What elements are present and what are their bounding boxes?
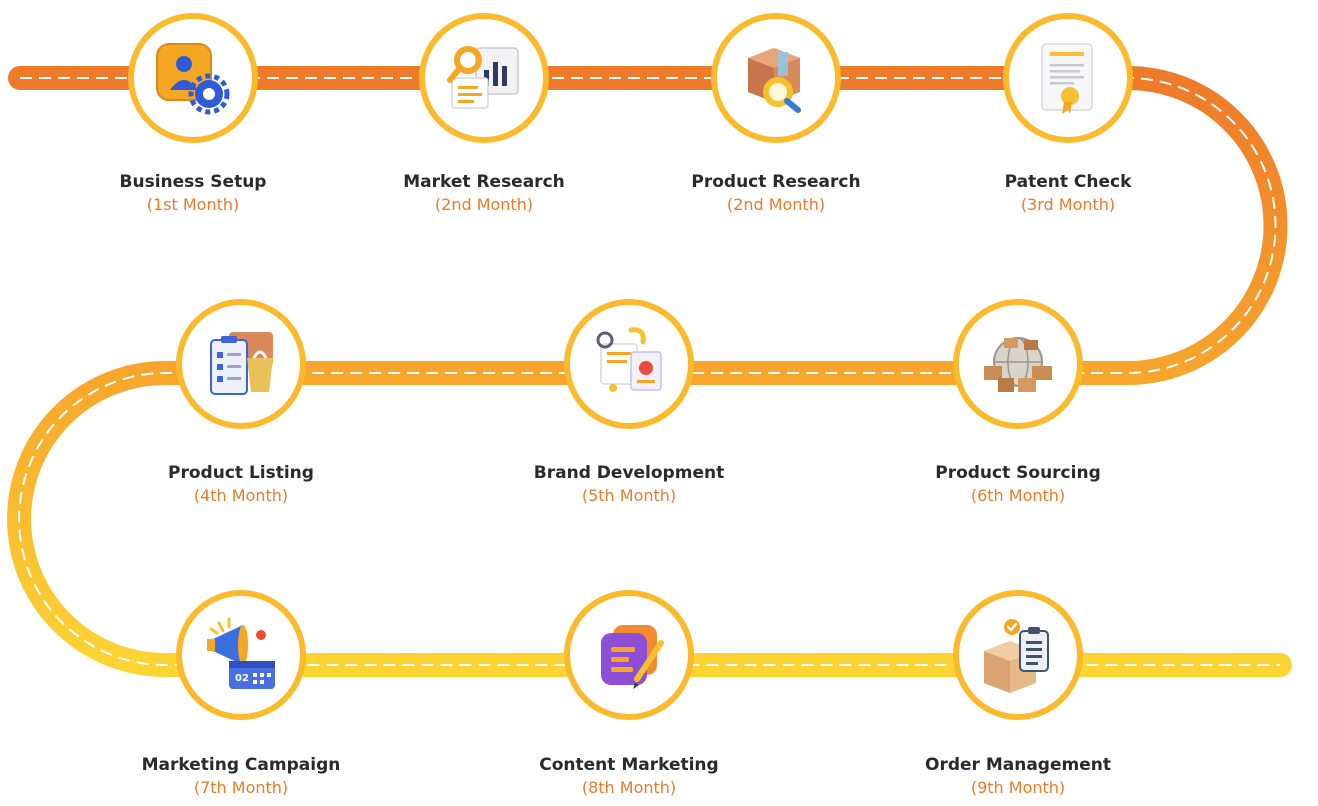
step-title: Order Management xyxy=(925,755,1111,775)
step-month: (4th Month) xyxy=(193,486,289,505)
step-patent-check-label: Patent Check (3rd Month) xyxy=(948,171,1188,216)
step-order-management-label: Order Management (9th Month) xyxy=(898,754,1138,799)
step-month: (6th Month) xyxy=(970,486,1066,505)
box-clipboard-icon xyxy=(984,619,1049,693)
step-product-research-node xyxy=(711,13,841,143)
step-content-marketing-node xyxy=(564,590,694,720)
brand-collage-icon xyxy=(596,327,662,392)
step-product-sourcing-label: Product Sourcing (6th Month) xyxy=(898,462,1138,507)
step-brand-development-label: Brand Development (5th Month) xyxy=(509,462,749,507)
box-search-icon xyxy=(748,48,801,113)
step-product-listing-node xyxy=(176,299,306,429)
step-marketing-campaign-label: Marketing Campaign (7th Month) xyxy=(121,754,361,799)
user-gear-icon xyxy=(156,43,230,115)
step-title: Content Marketing xyxy=(539,755,719,775)
step-title: Product Research xyxy=(691,172,861,192)
step-order-management-node xyxy=(953,590,1083,720)
megaphone-calendar-icon: 02 xyxy=(207,617,275,689)
step-brand-development-node xyxy=(564,299,694,429)
step-market-research-label: Market Research (2nd Month) xyxy=(364,171,604,216)
checklist-bag-icon xyxy=(210,332,273,395)
certificate-icon xyxy=(1041,43,1093,114)
step-title: Marketing Campaign xyxy=(141,755,341,775)
step-title: Product Sourcing xyxy=(935,463,1101,483)
step-product-research-label: Product Research (2nd Month) xyxy=(656,171,896,216)
step-business-setup-label: Business Setup (1st Month) xyxy=(73,171,313,216)
step-month: (5th Month) xyxy=(581,486,677,505)
step-month: (1st Month) xyxy=(146,195,240,214)
magnifier-chart-icon xyxy=(447,46,519,109)
step-title: Brand Development xyxy=(533,463,725,483)
step-month: (8th Month) xyxy=(581,778,677,797)
step-content-marketing-label: Content Marketing (8th Month) xyxy=(509,754,749,799)
step-product-listing-label: Product Listing (4th Month) xyxy=(121,462,361,507)
step-month: (7th Month) xyxy=(193,778,289,797)
notes-pen-icon xyxy=(601,625,664,689)
step-business-setup-node xyxy=(128,13,258,143)
step-month: (2nd Month) xyxy=(726,195,826,214)
step-month: (3rd Month) xyxy=(1020,195,1116,214)
step-title: Business Setup xyxy=(119,172,267,192)
step-title: Market Research xyxy=(403,172,565,192)
step-marketing-campaign-node: 02 xyxy=(176,590,306,720)
step-patent-check-node xyxy=(1003,13,1133,143)
globe-boxes-icon xyxy=(984,337,1052,392)
step-title: Product Listing xyxy=(168,463,314,483)
step-title: Patent Check xyxy=(1004,172,1132,192)
svg-text:02: 02 xyxy=(235,673,249,684)
step-product-sourcing-node xyxy=(953,299,1083,429)
step-month: (9th Month) xyxy=(970,778,1066,797)
step-market-research-node xyxy=(419,13,549,143)
step-month: (2nd Month) xyxy=(434,195,534,214)
